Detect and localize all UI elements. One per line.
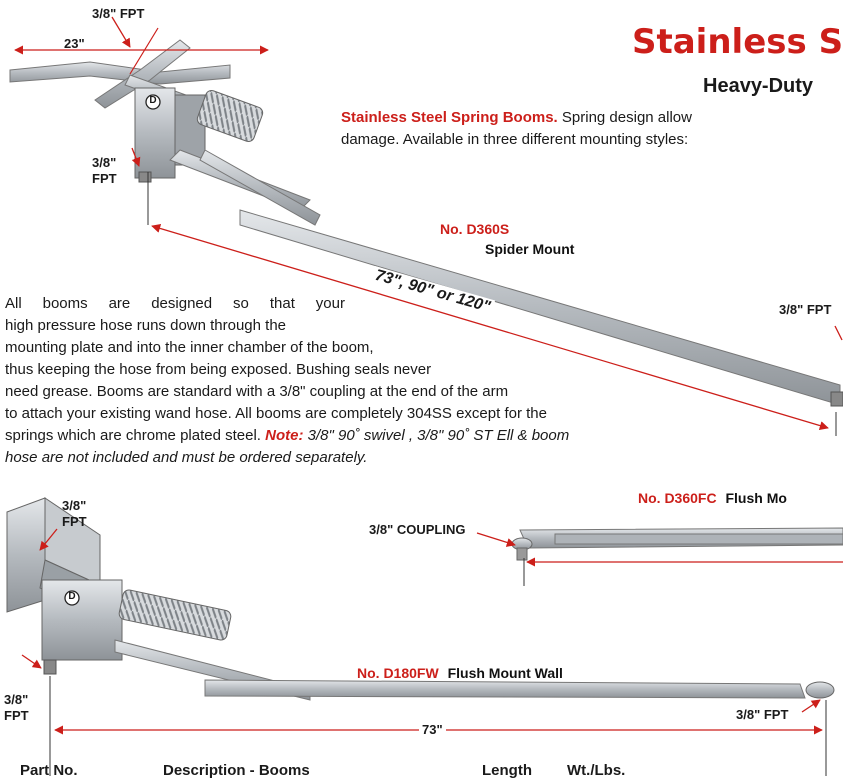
wall-top-fpt-label-1: 3/8" xyxy=(62,498,87,513)
d-marker-wall: D xyxy=(68,591,76,602)
product-name-wall: Flush Mount Wall xyxy=(447,665,563,681)
wall-mount-drawing xyxy=(6,497,835,701)
spider-width-label: 23" xyxy=(64,36,85,51)
wall-left-fpt-label-1: 3/8" xyxy=(4,692,29,707)
page-title: Stainless S xyxy=(632,22,843,62)
wall-top-fpt-label-2: FPT xyxy=(62,514,87,529)
para-line-3: mounting plate and into the inner chambe… xyxy=(5,339,374,356)
intro-line-1: Stainless Steel Spring Booms. Spring des… xyxy=(341,107,692,129)
intro-rest: Spring design allow xyxy=(557,109,692,126)
d-marker-spider: D xyxy=(149,95,157,106)
para-line-4: thus keeping the hose from being exposed… xyxy=(5,361,432,378)
para-line-5: need grease. Booms are standard with a 3… xyxy=(5,383,509,400)
product-number-ceiling: No. D360FC xyxy=(638,490,717,506)
note-text-2: hose are not included and must be ordere… xyxy=(5,449,368,466)
para-line-1: All booms are designed so that your xyxy=(5,295,345,312)
product-number-spider: No. D360S xyxy=(440,221,510,237)
note-text-1: 3/8" 90˚ swivel , 3/8" 90˚ ST Ell & boom xyxy=(307,427,570,444)
note-label: Note: xyxy=(265,427,304,444)
ceiling-mount-drawing xyxy=(511,527,843,561)
wall-right-fpt-label: 3/8" FPT xyxy=(736,707,789,722)
table-header-part-no: Part No. xyxy=(20,762,78,779)
table-header-weight: Wt./Lbs. xyxy=(567,762,626,779)
description-paragraph: All booms are designed so that your high… xyxy=(5,293,745,469)
coupling-label: 3/8" COUPLING xyxy=(369,522,466,537)
para-line-7: springs which are chrome plated steel. N… xyxy=(5,425,745,447)
intro-bold: Stainless Steel Spring Booms. xyxy=(341,109,558,126)
wall-left-fpt-label-2: FPT xyxy=(4,708,29,723)
para-line-7-text: springs which are chrome plated steel. xyxy=(5,427,261,444)
spider-left-fpt-label-1: 3/8" xyxy=(92,155,117,170)
product-number-wall: No. D180FW xyxy=(357,665,439,681)
para-line-6: to attach your existing wand hose. All b… xyxy=(5,405,547,422)
wall-length-label: 73" xyxy=(419,722,446,737)
product-title-ceiling: No. D360FC Flush Mo xyxy=(638,490,787,508)
intro-line-2: damage. Available in three different mou… xyxy=(341,131,689,148)
spider-left-fpt-label-2: FPT xyxy=(92,171,117,186)
table-header-length: Length xyxy=(482,762,532,779)
table-header-description: Description - Booms xyxy=(163,762,310,779)
product-name-ceiling: Flush Mo xyxy=(725,490,787,506)
product-name-spider: Spider Mount xyxy=(485,241,575,257)
product-title-wall: No. D180FW Flush Mount Wall xyxy=(357,665,563,683)
spider-right-fpt-label: 3/8" FPT xyxy=(779,302,832,317)
para-line-2: high pressure hose runs down through the xyxy=(5,317,287,334)
page-subtitle: Heavy-Duty xyxy=(703,75,814,97)
spider-top-fpt-label: 3/8" FPT xyxy=(92,6,145,21)
